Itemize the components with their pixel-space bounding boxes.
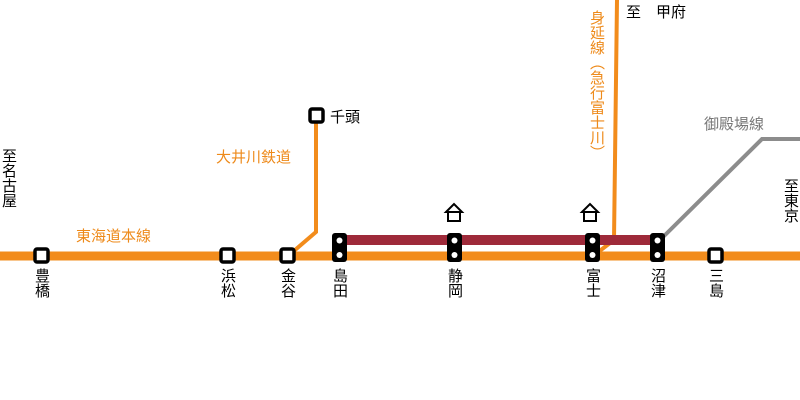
terminal-west: 至名古屋 [0, 148, 18, 208]
station-label-toyohashi: 豊橋 [33, 268, 51, 298]
station-label-shimada: 島田 [331, 268, 349, 298]
terminal-kofu: 至 甲府 [626, 3, 686, 21]
station-label-kanaya: 金谷 [279, 268, 297, 298]
station-marker-icon [33, 247, 50, 264]
station-label-fuji: 富士 [584, 267, 602, 298]
minobu-line-label: 身延線（急行富士川） [588, 10, 606, 160]
station-label-shizuoka: 静岡 [446, 268, 464, 299]
station-label-mishima: 三島 [707, 268, 725, 298]
terminal-east: 至東京 [782, 178, 800, 224]
house-icon [579, 202, 601, 222]
oigawa-line [286, 116, 318, 258]
station-marker-icon [585, 233, 600, 262]
gotemba-line-label: 御殿場線 [704, 115, 764, 133]
station-label-numazu: 沼津 [649, 268, 667, 298]
station-marker-icon [279, 247, 296, 264]
station-marker-icon [332, 233, 347, 262]
station-marker-icon [707, 247, 724, 264]
station-label-hamamatsu: 浜松 [219, 268, 237, 298]
station-marker-icon [219, 247, 236, 264]
gotemba-line [656, 137, 800, 244]
station-label-senzu: 千頭 [330, 108, 360, 126]
tokaido-line-label: 東海道本線 [76, 227, 151, 245]
station-marker-icon [447, 233, 462, 262]
oigawa-line-label: 大井川鉄道 [216, 148, 291, 166]
house-icon [443, 202, 465, 222]
station-marker-icon [650, 233, 665, 262]
station-marker-icon [308, 107, 325, 124]
